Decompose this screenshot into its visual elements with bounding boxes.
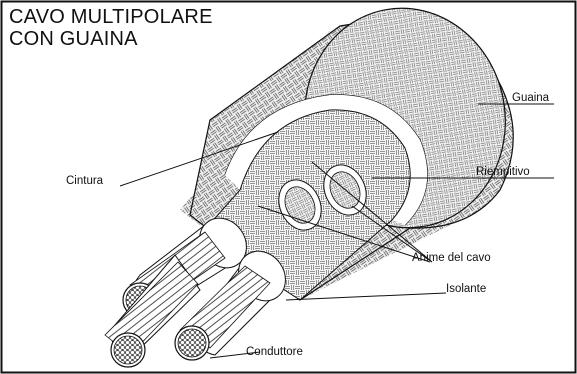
label-cintura: Cintura [66,175,104,187]
label-anime: Anime del cavo [412,252,491,264]
label-riempitivo: Riempitivo [476,166,530,178]
label-isolante: Isolante [446,283,486,295]
label-guaina: Guaina [512,92,550,104]
label-conduttore: Conduttore [246,346,303,358]
